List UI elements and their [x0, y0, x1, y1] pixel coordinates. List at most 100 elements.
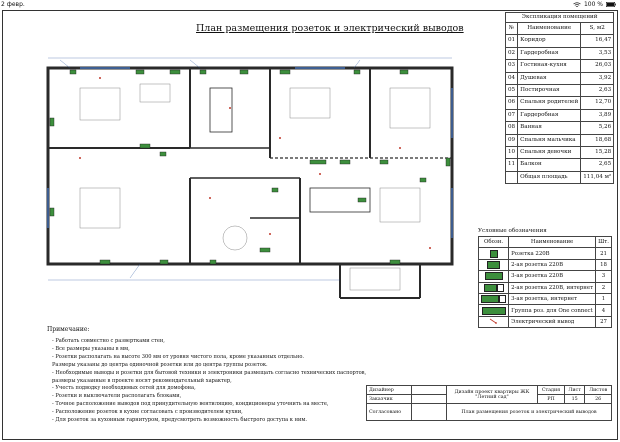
- rooms-table-caption: Экспликация помещений: [504, 12, 615, 23]
- legend-count: 21: [595, 247, 612, 260]
- sheet-value: 15: [563, 394, 586, 404]
- room-number: 01: [504, 34, 519, 48]
- project-name: Дизайн проект квартиры ЖК "Летний сад": [446, 385, 538, 404]
- room-number: 11: [504, 158, 519, 172]
- room-area: 16,47: [580, 34, 615, 48]
- total-label: Общая площадь: [517, 170, 582, 185]
- approved-label: Согласовано: [366, 403, 412, 421]
- room-area: 12,70: [580, 96, 615, 110]
- rooms-table-header: № Наименование S, м2: [504, 21, 615, 36]
- room-number: 04: [504, 71, 519, 86]
- legend-name: Группа роз. для One connect: [508, 304, 597, 317]
- room-number: 09: [504, 133, 519, 148]
- room-name: Балкон: [517, 158, 582, 172]
- sheet-label: Лист: [563, 385, 586, 395]
- note-item: - Для розеток за кухонным гарнитуром, пр…: [52, 417, 307, 424]
- socket-double-internet-icon: [477, 281, 510, 294]
- room-name: Спальня родителей: [517, 96, 582, 110]
- room-number: 03: [504, 59, 519, 73]
- plan-dimensions: [48, 57, 452, 281]
- sheets-value: 26: [584, 394, 612, 404]
- room-name: Гардеробная: [517, 46, 582, 61]
- room-name: Постирочная: [517, 84, 582, 98]
- title-block: Дизайнер Дизайн проект квартиры ЖК "Летн…: [366, 385, 612, 421]
- room-name: Спальня мальчика: [517, 133, 582, 148]
- legend-name: 3-ая розетка 220В: [508, 270, 597, 283]
- room-name: Ванная: [517, 121, 582, 135]
- rooms-table: Экспликация помещений № Наименование S, …: [504, 12, 615, 185]
- approved-value: [411, 403, 447, 421]
- designer-value: [411, 385, 447, 395]
- plan-windows: [47, 67, 453, 238]
- room-number: 08: [504, 121, 519, 135]
- room-name: Коридор: [517, 34, 582, 48]
- room-number: 02: [504, 46, 519, 61]
- room-area: 3,53: [580, 46, 615, 61]
- legend-count: 4: [595, 304, 612, 317]
- note-item: - Розетки располагать на высоте 300 мм о…: [52, 353, 305, 360]
- room-number: 05: [504, 84, 519, 98]
- stage-value: РП: [537, 394, 565, 404]
- battery-percent: 100 %: [583, 1, 603, 8]
- room-area: 5,26: [580, 121, 615, 135]
- legend-count: 18: [595, 258, 612, 272]
- note-item: - Расположение розеток в кухне согласова…: [52, 409, 243, 416]
- battery-icon: [606, 2, 616, 7]
- legend-title: Условные обозначения: [478, 228, 547, 234]
- legend-name: 2-ая розетка 220В, интернет: [508, 281, 597, 294]
- legend-name: 3-ая розетка, интернет: [508, 292, 597, 306]
- status-right: 100 %: [573, 0, 616, 9]
- room-number: 10: [504, 146, 519, 160]
- total-spacer: [504, 170, 519, 185]
- legend-header-count: Шт.: [595, 235, 612, 249]
- room-name: Гардеробная: [517, 108, 582, 123]
- plan-furniture: [79, 83, 431, 291]
- client-label: Заказчик: [366, 394, 412, 404]
- plan-sockets: [49, 69, 451, 265]
- plan-outlets: [79, 77, 431, 249]
- room-area: 2,63: [580, 84, 615, 98]
- room-name: Спальня девочки: [517, 146, 582, 160]
- socket-triple-icon: [477, 270, 510, 283]
- room-name: Душевая: [517, 71, 582, 86]
- legend-count: 2: [595, 281, 612, 294]
- note-item: - Точное расположение выводов под принуд…: [52, 401, 329, 408]
- note-item: - Розетки и выключатели располагать блок…: [52, 393, 182, 400]
- socket-double-icon: [477, 258, 510, 272]
- header-number: №: [504, 21, 519, 36]
- status-bar: 2 февр. 100 %: [0, 0, 620, 9]
- legend-header-name: Наименование: [508, 235, 597, 249]
- page-title: План размещения розеток и электрический …: [196, 23, 464, 34]
- room-number: 06: [504, 96, 519, 110]
- stage-label: Стадия: [537, 385, 565, 395]
- legend-count: 1: [595, 292, 612, 306]
- header-name: Наименование: [517, 21, 582, 36]
- room-name: Гостиная-кухня: [517, 59, 582, 73]
- room-area: 18,68: [580, 133, 615, 148]
- sheets-label: Листов: [584, 385, 612, 395]
- note-item: - Все размеры указаны в мм,: [52, 345, 130, 352]
- room-area: 3,92: [580, 71, 615, 86]
- room-area: 3,89: [580, 108, 615, 123]
- floor-plan: [46, 57, 454, 299]
- note-item: - Работать совместно с развертками стен,: [52, 338, 165, 344]
- room-area: 2,65: [580, 158, 615, 172]
- socket-group-icon: [477, 304, 510, 317]
- header-area: S, м2: [580, 21, 615, 36]
- notes-title: Примечание:: [47, 326, 90, 333]
- designer-label: Дизайнер: [366, 385, 412, 395]
